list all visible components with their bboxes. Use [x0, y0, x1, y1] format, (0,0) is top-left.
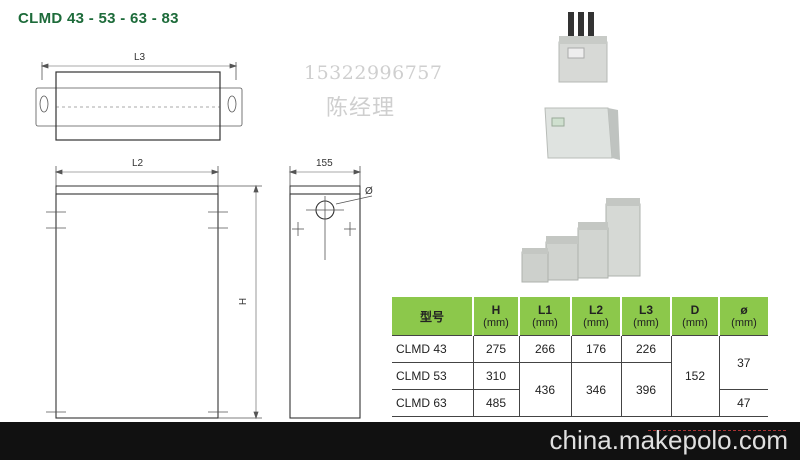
cell-h: 275	[472, 335, 519, 363]
cell-l1: 266	[518, 335, 571, 363]
header-d: D(mm)	[670, 297, 719, 336]
watermark-name: 陈经理	[326, 96, 396, 121]
cell-l2-merged: 346	[570, 362, 621, 417]
cell-l3: 226	[620, 335, 671, 363]
cell-h: 485	[472, 389, 519, 417]
cell-l1-merged: 436	[518, 362, 571, 417]
dimension-diameter-label: Ø	[365, 186, 373, 197]
capacitor-photo-flat	[544, 107, 620, 160]
header-phi: ø(mm)	[718, 297, 768, 336]
spec-table: 型号 H(mm) L1(mm) L2(mm) L3(mm) D(mm) ø(mm…	[392, 297, 768, 417]
cell-l2: 176	[570, 335, 621, 363]
dimension-h-label: H	[238, 297, 250, 306]
cell-model: CLMD 43	[392, 335, 473, 363]
header-l2: L2(mm)	[570, 297, 621, 336]
front-view	[46, 166, 262, 420]
footer-decor-line	[648, 430, 786, 432]
capacitor-photo-group	[521, 198, 641, 283]
header-l3: L3(mm)	[620, 297, 671, 336]
header-h: H(mm)	[472, 297, 519, 336]
top-view	[35, 62, 243, 141]
cell-l3-merged: 396	[620, 362, 671, 417]
capacitor-photo-single	[558, 12, 608, 83]
spec-table-header: 型号 H(mm) L1(mm) L2(mm) L3(mm) D(mm) ø(mm…	[392, 297, 768, 336]
cell-model: CLMD 53	[392, 362, 473, 390]
watermark-phone: 15322996757	[304, 62, 443, 84]
technical-drawing	[35, 12, 641, 420]
footer-brand: china.makepolo.com	[549, 425, 788, 455]
dimension-l3-label: L3	[134, 52, 146, 63]
dimension-l2-label: L2	[132, 158, 144, 169]
table-row: CLMD 43 275 266 176 226 152 37	[392, 335, 768, 417]
page-title: CLMD 43 - 53 - 63 - 83	[18, 10, 179, 27]
table-row: CLMD 63 485 47	[392, 389, 768, 417]
cell-model: CLMD 63	[392, 389, 473, 417]
cell-d-merged: 152	[670, 335, 719, 417]
table-row: CLMD 53 310 436 346 396	[392, 362, 768, 417]
cell-h: 310	[472, 362, 519, 390]
header-l1: L1(mm)	[518, 297, 571, 336]
watermark-footer-bar: china.makepolo.com	[0, 422, 800, 460]
side-view	[288, 166, 373, 419]
header-model: 型号	[392, 297, 473, 336]
cell-phi-top: 37	[718, 335, 768, 390]
dimension-155-label: 155	[316, 158, 333, 169]
cell-phi-bottom: 47	[718, 389, 768, 417]
